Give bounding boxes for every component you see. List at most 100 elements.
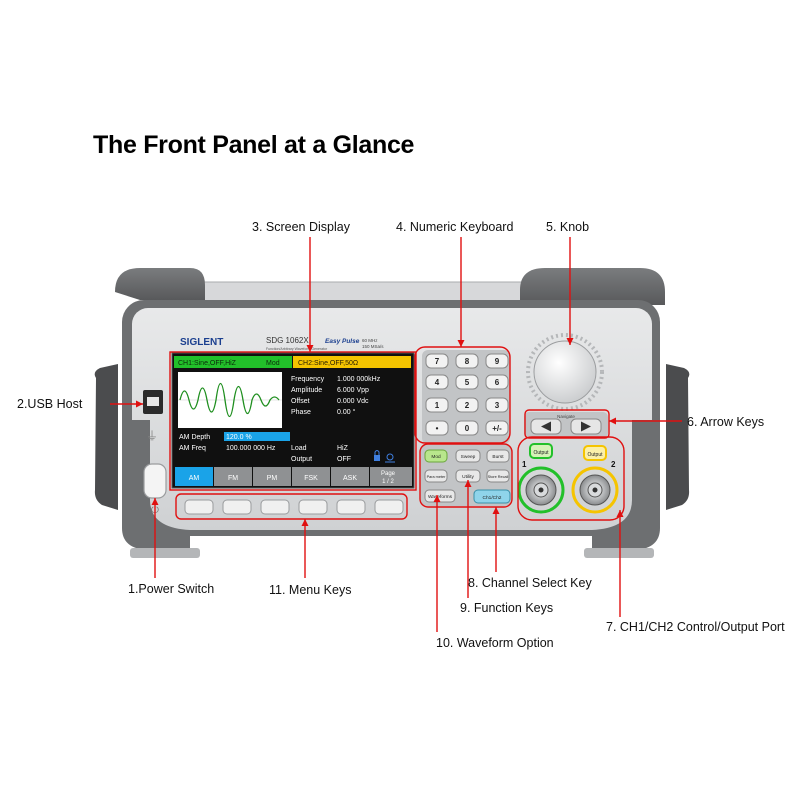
param-value: 0.000 Vdc [337, 398, 369, 405]
output-ports: Output Output 1 2 [517, 443, 619, 514]
numeric-keypad: 7 8 9 4 5 6 1 2 3 • 0 +/- [422, 350, 510, 444]
menu-key[interactable] [298, 499, 328, 515]
am-freq-label: AM Freq [179, 445, 206, 452]
callout-numeric-keyboard: 4. Numeric Keyboard [396, 220, 514, 234]
arrowhead-icon [566, 338, 574, 345]
arrowhead-icon [151, 498, 159, 505]
mod-label: Mod [266, 360, 280, 367]
arrowhead-icon [616, 510, 624, 517]
ch2-output-label: Output [587, 452, 603, 458]
menu-keys [184, 499, 404, 515]
am-depth-value: 120.0 % [226, 434, 252, 441]
brand-logo: SIGLENT [180, 337, 223, 348]
power-switch[interactable] [143, 463, 167, 499]
sweep-button[interactable] [455, 449, 481, 463]
model-subtitle: Function/Arbitrary Waveform Generator [266, 347, 328, 351]
key-label: 1 [435, 401, 440, 410]
navigate-label: Navigate [557, 414, 575, 419]
menu-key[interactable] [260, 499, 290, 515]
numeric-key[interactable] [425, 420, 449, 436]
ch2-bnc-connector[interactable] [571, 466, 619, 514]
key-label: Mod [431, 454, 441, 460]
param-value: 0.00 ° [337, 408, 356, 416]
function-callout-box [419, 443, 513, 508]
ch2-output-button[interactable] [583, 445, 607, 461]
callout-output-port: 7. CH1/CH2 Control/Output Port [606, 620, 785, 634]
numeric-key[interactable] [485, 353, 509, 369]
parameter-list: Frequency 1.000 000kHz Amplitude 6.000 V… [291, 376, 381, 416]
store-recall-button[interactable] [486, 469, 510, 483]
mod-button[interactable] [424, 449, 448, 463]
arrowhead-icon [464, 480, 472, 487]
function-keys: Mod Sweep Burst Para meter Utility Store… [420, 444, 512, 506]
menu-key[interactable] [222, 499, 252, 515]
easy-pulse-label: Easy Pulse [325, 338, 360, 345]
key-label: Utility [462, 474, 474, 480]
key-label: 7 [435, 357, 440, 366]
page-title: The Front Panel at a Glance [93, 131, 415, 159]
am-freq-value: 100.000 000 Hz [226, 445, 276, 452]
menu-tab-am: AM [189, 475, 200, 482]
param-label: Frequency [291, 376, 325, 383]
param-value: 6.000 Vpp [337, 387, 369, 394]
numeric-key[interactable] [425, 397, 449, 413]
numeric-key[interactable] [455, 374, 479, 390]
key-label: Store Recall [488, 475, 509, 479]
arrowhead-icon [609, 417, 616, 425]
numeric-key[interactable] [455, 397, 479, 413]
arrow-keys: Navigate [524, 412, 608, 438]
key-label: 2 [465, 401, 470, 410]
screen-display: CH1:Sine,OFF,HiZ Mod CH2:Sine,OFF,50Ω Fr… [171, 352, 415, 489]
ch1-status-tab: CH1:Sine,OFF,HiZ [178, 360, 237, 367]
arrowhead-icon [433, 495, 441, 502]
burst-button[interactable] [486, 449, 510, 463]
numeric-key[interactable] [485, 420, 509, 436]
am-waveform [179, 382, 280, 418]
callout-channel-select-key: 8. Channel Select Key [468, 576, 592, 590]
key-label: 5 [465, 378, 470, 387]
key-label: Ch1/Ch2 [483, 495, 502, 501]
key-label: 4 [435, 378, 440, 387]
param-label: Offset [291, 398, 310, 405]
ch1-bnc-connector[interactable] [517, 466, 565, 514]
screen-callout-box [169, 351, 417, 491]
spec-frequency: 60 MHz [362, 338, 378, 343]
arrowhead-icon [136, 400, 143, 408]
ch1-output-button[interactable] [529, 443, 553, 459]
menu-page-value: 1 / 2 [382, 479, 394, 485]
menu-key[interactable] [374, 499, 404, 515]
load-label: Load [291, 445, 307, 452]
key-label: Sweep [461, 454, 476, 460]
am-depth-label: AM Depth [179, 434, 210, 441]
screen-menu-bar: AM FM PM FSK ASK Page 1 / 2 [175, 467, 412, 486]
menu-page-label: Page [381, 471, 396, 477]
menu-tab-ask: ASK [343, 475, 357, 482]
arrowhead-icon [301, 519, 309, 526]
branding-strip: SIGLENT SDG 1062X Function/Arbitrary Wav… [180, 336, 384, 351]
numeric-key[interactable] [425, 374, 449, 390]
callout-markers [110, 237, 682, 632]
key-label: 3 [495, 401, 500, 410]
key-label: 9 [495, 357, 500, 366]
parameter-button[interactable] [424, 469, 448, 483]
menu-key[interactable] [336, 499, 366, 515]
key-label: 8 [465, 357, 470, 366]
key-label: +/- [492, 424, 502, 433]
callout-function-keys: 9. Function Keys [460, 601, 554, 615]
ch1-ch2-button[interactable] [473, 489, 511, 504]
numeric-key[interactable] [485, 374, 509, 390]
right-arrow-icon [581, 421, 591, 432]
numeric-key[interactable] [455, 353, 479, 369]
rotary-knob[interactable] [526, 333, 604, 411]
numeric-key[interactable] [425, 353, 449, 369]
usb-host-port[interactable] [143, 390, 163, 414]
numeric-key[interactable] [455, 420, 479, 436]
arrowhead-icon [457, 340, 465, 347]
numeric-key[interactable] [485, 397, 509, 413]
param-label: Amplitude [291, 387, 322, 394]
usb-symbol-icon: ⏚ [146, 429, 158, 443]
load-value: HiZ [337, 445, 349, 452]
callout-usb-host: 2.USB Host [17, 397, 83, 411]
menu-key[interactable] [184, 499, 214, 515]
callout-arrow-keys: 6. Arrow Keys [687, 415, 765, 429]
